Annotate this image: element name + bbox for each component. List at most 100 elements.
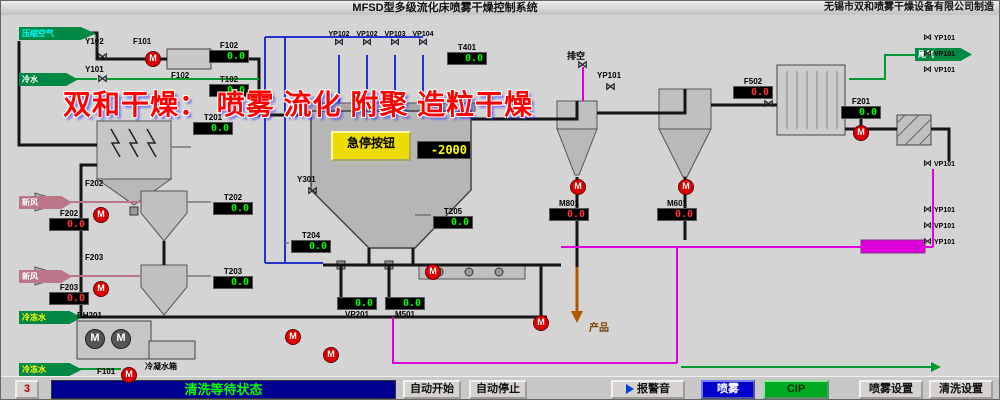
right-valve-1-label: YP101: [934, 34, 956, 42]
exhaust-filter-hatch: [896, 114, 932, 146]
top-valve-vp102-icon[interactable]: ⋈: [362, 37, 372, 48]
conveyor-wheel-3: [494, 267, 504, 277]
heat-exchanger[interactable]: [776, 64, 846, 136]
cyclone-b-cone: [658, 128, 712, 178]
right-valve-4-label: VP101: [934, 160, 956, 168]
valve-y101-icon[interactable]: ⋈: [97, 72, 108, 85]
display-t201: T201 0.0: [191, 113, 235, 135]
display-t204: T204 0.0: [289, 231, 333, 253]
bag-filter-elements: [110, 128, 157, 158]
pipe-sensor-leads: [171, 146, 431, 277]
display-f202: F202 0.0: [47, 209, 91, 231]
top-valve-vp104-icon[interactable]: ⋈: [418, 37, 428, 48]
right-valve-row-6: ⋈ VP101: [923, 221, 955, 231]
display-m801-value: 0.0: [549, 208, 589, 221]
valve-f502-icon[interactable]: ⋈: [763, 97, 774, 110]
label-f101: F101: [133, 37, 152, 46]
auto-stop-button[interactable]: 自动停止: [469, 380, 527, 399]
label-bh201: BH201: [77, 311, 102, 320]
right-valve-6-label: VP101: [934, 222, 956, 230]
display-t203: T203 0.0: [211, 267, 255, 289]
valve-square-bagfilter[interactable]: [129, 206, 139, 216]
right-valve-5-icon[interactable]: ⋈: [923, 205, 932, 215]
display-t102: T102 0.0: [207, 75, 251, 97]
right-valve-5-label: YP101: [934, 206, 956, 214]
label-f101b: F101: [97, 367, 116, 376]
right-valve-row-7: ⋈ YP101: [923, 237, 955, 247]
pump-m601[interactable]: M: [678, 179, 694, 195]
top-valve-vp103: VP103 ⋈: [381, 31, 409, 48]
top-valve-vp102: VP102 ⋈: [353, 31, 381, 48]
heater-f102[interactable]: [166, 48, 212, 70]
outlet-vent-label: 排空: [567, 51, 586, 61]
display-f201: F201 0.0: [839, 97, 883, 119]
display-vp201-label: VP201: [344, 310, 370, 319]
pump-condensate[interactable]: M: [121, 367, 137, 383]
motor-bh201-1[interactable]: M: [85, 329, 105, 349]
emergency-stop-button[interactable]: 急停按钮: [331, 131, 411, 161]
pump-f101[interactable]: M: [145, 51, 161, 67]
pump-bottom-3[interactable]: M: [533, 315, 549, 331]
right-valve-4-icon[interactable]: ⋈: [923, 159, 932, 169]
display-t203-label: T203: [223, 267, 243, 276]
display-t202-value: 0.0: [213, 202, 253, 215]
display-m501: M501 0.0: [383, 297, 427, 319]
process-diagram: 压缩空气 冷水 新风 新风 冷冻水 冷冻水 尾气 排空 产品 Y102 F101…: [1, 15, 999, 383]
cyclone-left-2[interactable]: [140, 264, 188, 316]
display-t203-value: 0.0: [213, 276, 253, 289]
condensate-tank[interactable]: [148, 340, 196, 360]
top-valve-yp102-icon[interactable]: ⋈: [334, 37, 344, 48]
display-t205-value: 0.0: [433, 216, 473, 229]
display-t201-label: T201: [203, 113, 223, 122]
top-valve-vp103-icon[interactable]: ⋈: [390, 37, 400, 48]
cip-button[interactable]: CIP: [763, 380, 829, 399]
counter-button[interactable]: 3: [15, 380, 39, 399]
motor-bh201-2[interactable]: M: [111, 329, 131, 349]
right-valve-6-icon[interactable]: ⋈: [923, 221, 932, 231]
clean-settings-button[interactable]: 清洗设置: [929, 380, 993, 399]
label-yp101-mid: YP101: [597, 71, 622, 80]
display-t205-label: T205: [443, 207, 463, 216]
auto-start-button[interactable]: 自动开始: [403, 380, 461, 399]
display-f102-value: 0.0: [209, 50, 249, 63]
right-valve-2-icon[interactable]: ⋈: [923, 49, 932, 59]
right-valve-3-icon[interactable]: ⋈: [923, 65, 932, 75]
mute-alarm-button[interactable]: 报警音: [611, 380, 685, 399]
valve-y301-icon[interactable]: ⋈: [307, 184, 318, 197]
display-t204-value: 0.0: [291, 240, 331, 253]
valve-y102-icon[interactable]: ⋈: [97, 50, 108, 63]
green-arrowhead: [931, 362, 941, 372]
heat-exchanger-tubes: [786, 71, 838, 129]
valve-vent-icon[interactable]: ⋈: [577, 58, 588, 71]
spray-button[interactable]: 喷雾: [701, 380, 755, 399]
spray-settings-button[interactable]: 喷雾设置: [859, 380, 923, 399]
display-t204-label: T204: [301, 231, 321, 240]
right-valve-row-4: ⋈ VP101: [923, 159, 955, 169]
display-f502: F502 0.0: [731, 77, 775, 99]
right-valve-1-icon[interactable]: ⋈: [923, 33, 932, 43]
exhaust-filter[interactable]: [896, 114, 932, 146]
valve-yp101-mid-icon[interactable]: ⋈: [605, 80, 616, 93]
right-valve-7-icon[interactable]: ⋈: [923, 237, 932, 247]
display-f502-value: 0.0: [733, 86, 773, 99]
display-t201-value: 0.0: [193, 122, 233, 135]
pipe-blue-air: [264, 36, 424, 264]
display-t102-label: T102: [219, 75, 239, 84]
label-y301: Y301: [297, 175, 316, 184]
pump-bottom-1[interactable]: M: [285, 329, 301, 345]
pipe-black-main: [17, 31, 951, 319]
pump-m501[interactable]: M: [425, 264, 441, 280]
cyclone-left-1[interactable]: [140, 190, 188, 242]
display-m801-label: M801: [558, 199, 579, 208]
top-valve-yp102-label: YP102: [328, 31, 350, 38]
display-m501-label: M501: [394, 310, 415, 319]
inlet-fresh-air-2: 新风: [19, 270, 72, 283]
cyclone-a-cone: [556, 128, 598, 176]
pump-m801[interactable]: M: [570, 179, 586, 195]
display-f203-label: F203: [59, 283, 79, 292]
pump-feed-2[interactable]: M: [93, 281, 109, 297]
pump-f201[interactable]: M: [853, 125, 869, 141]
right-valve-3-label: VP101: [934, 66, 956, 74]
pump-feed-1[interactable]: M: [93, 207, 109, 223]
pump-bottom-2[interactable]: M: [323, 347, 339, 363]
